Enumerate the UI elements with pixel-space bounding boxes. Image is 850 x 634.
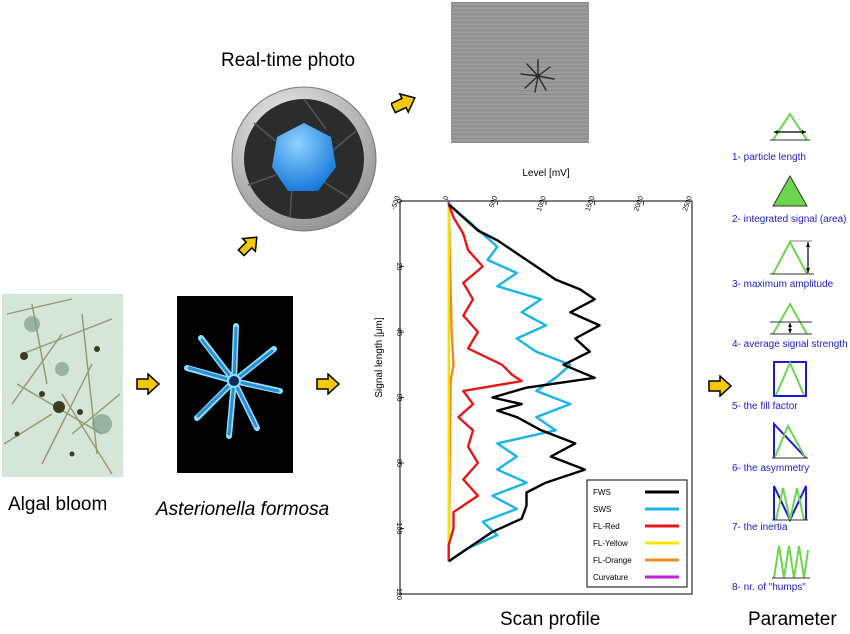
arrow-right-icon (136, 373, 160, 395)
series-line-fws (447, 203, 601, 563)
realtime-photo (451, 2, 589, 143)
y-tick-label: 120 (395, 588, 402, 600)
parameter-label: 6- the asymmetry (732, 463, 810, 474)
y-tick-label: 60 (395, 394, 402, 402)
y-tick-label: 20 (395, 263, 402, 271)
x-axis-label: Level [mV] (522, 168, 569, 179)
parameter-label: 7- the inertia (732, 522, 788, 533)
parameter-label: 8- nr. of "humps" (732, 582, 806, 593)
series-line-fl-red (447, 203, 523, 562)
average-signal-icon (770, 301, 812, 335)
humps-icon (772, 545, 810, 579)
asymmetry-icon (772, 422, 808, 459)
y-axis-label: Signal length [μm] (374, 317, 385, 397)
legend-label: SWS (593, 505, 611, 514)
x-tick-label: 2000 (633, 195, 645, 212)
arrow-up-right-icon (237, 236, 258, 257)
series-line-fl-orange (447, 204, 455, 562)
parameter-label: 2- integrated signal (area) (732, 214, 847, 225)
y-tick-label: 100 (395, 523, 402, 535)
x-tick-label: 500 (489, 195, 500, 208)
legend-label: FL-Orange (593, 556, 632, 565)
algal-bloom-label: Algal bloom (8, 494, 108, 515)
x-tick-label: 0 (443, 195, 451, 201)
parameter-label: 5- the fill factor (732, 401, 798, 412)
parameter-heading: Parameter (748, 609, 837, 630)
scan-profile-label: Scan profile (500, 609, 601, 630)
fill-factor-icon (773, 360, 807, 397)
camera-aperture-icon (231, 86, 377, 232)
legend-label: FL-Red (593, 522, 620, 531)
realtime-photo-label: Real-time photo (221, 50, 356, 71)
legend-label: Curvature (593, 573, 629, 582)
arrow-up-right-icon (391, 92, 416, 114)
y-tick-label: 40 (395, 328, 402, 336)
x-tick-label: -500 (391, 195, 402, 211)
inertia-icon (772, 485, 808, 522)
x-tick-label: 1000 (536, 195, 548, 212)
y-tick-label: 80 (395, 459, 402, 467)
legend (586, 479, 688, 588)
integrated-signal-icon (772, 174, 808, 207)
parameter-label: 3- maximum amplitude (732, 279, 834, 290)
particle-length-icon (770, 112, 810, 141)
parameter-list: 1- particle length 2- integrated signal … (730, 108, 850, 603)
arrow-right-icon (316, 373, 340, 395)
x-tick-label: 1500 (585, 195, 597, 212)
algal-bloom-photo (2, 294, 123, 477)
species-label: Asterionella formosa (156, 499, 330, 520)
maximum-amplitude-icon (770, 239, 814, 275)
y-tick-label: 0 (395, 199, 402, 203)
asterionella-image (177, 296, 293, 473)
legend-label: FWS (593, 488, 611, 497)
legend-label: FL-Yellow (593, 539, 628, 548)
parameter-label: 1- particle length (732, 152, 806, 163)
x-tick-label: 2500 (682, 195, 694, 212)
arrow-right-icon (708, 375, 732, 397)
parameter-label: 4- average signal strength (732, 339, 848, 350)
